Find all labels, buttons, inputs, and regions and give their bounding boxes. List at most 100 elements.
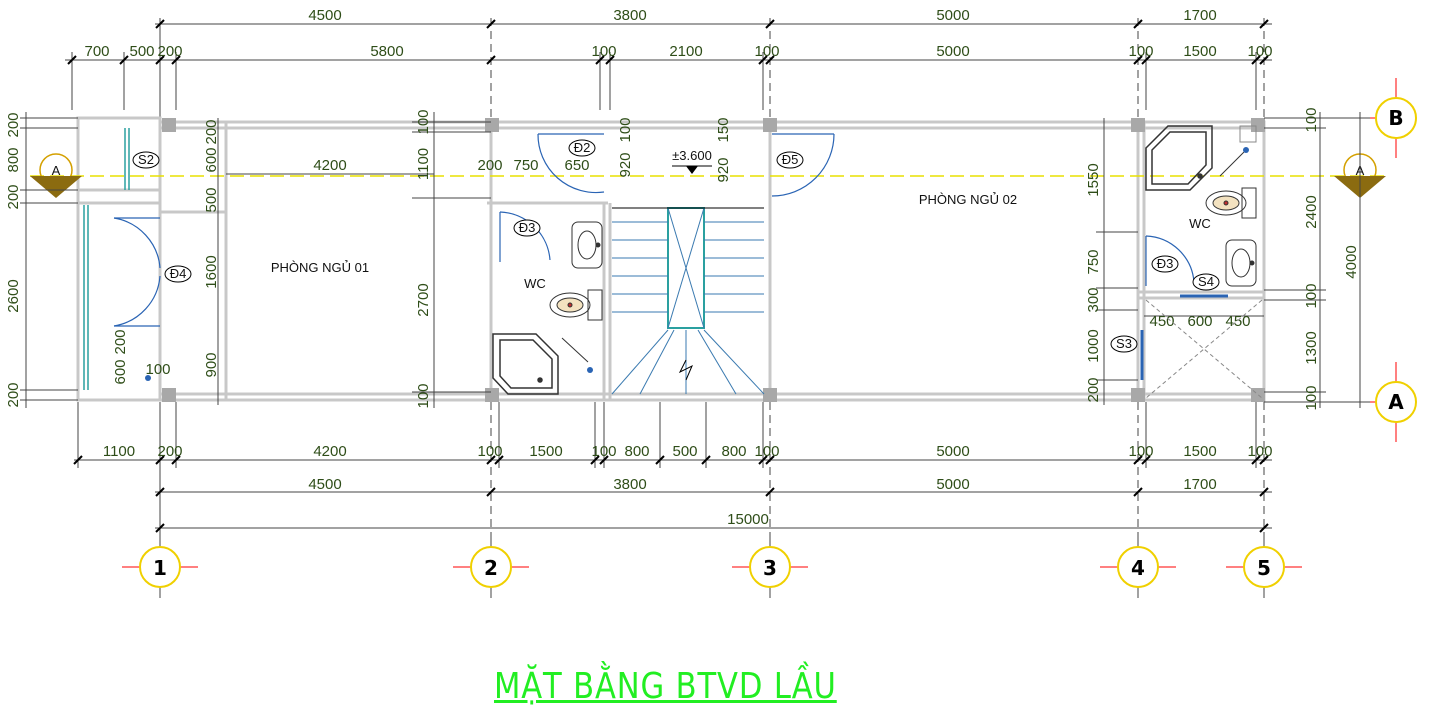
room-bedroom-02: PHÒNG NGỦ 02 [919,192,1017,207]
dim-5000: 5000 [936,7,969,24]
sink-icon [571,221,603,269]
tag-s3-label: S3 [1116,336,1132,351]
dim-2600: 2600 [5,279,22,312]
grid-axis-5: 5 [1226,535,1302,598]
toilet-icon-2 [1205,187,1257,219]
dim-2400: 2400 [1303,195,1320,228]
shower-head-icon-2 [1243,147,1249,153]
dim-100: 100 [617,117,634,142]
dim-100: 100 [591,443,616,460]
dim-100: 100 [1247,43,1272,60]
dim-1550: 1550 [1085,163,1102,196]
shower-arrow [561,337,589,363]
dim-room1-width: 4200 [313,157,346,174]
dim-1300: 1300 [1303,331,1320,364]
room-wc-2: WC [1189,216,1211,231]
dim-1100: 1100 [103,443,135,460]
dim-100: 100 [1303,385,1320,410]
shower-box [1239,125,1257,143]
dim-1000: 1000 [1085,329,1102,362]
dim-600: 600 [112,359,129,384]
dim-600: 600 [203,147,220,172]
wc2-dimension-text: 450 600 450 [1144,313,1264,330]
dim-500: 500 [203,187,220,212]
shower-head-icon [587,367,593,373]
axis4-dimension-lines [1096,118,1138,405]
axis-label-1: 1 [153,556,167,580]
dim-800: 800 [624,443,649,460]
dim-600: 600 [1187,313,1212,330]
dim-100: 100 [754,43,779,60]
door-d4 [113,217,161,327]
axis-label-2: 2 [484,556,498,580]
axis-marker-b: B [1370,78,1417,158]
dim-450: 450 [1225,313,1250,330]
elevation-marker: ±3.600 [672,148,712,174]
room-bedroom-01: PHÒNG NGỦ 01 [271,260,369,275]
dim-920: 920 [617,152,634,177]
dim-5800: 5800 [370,43,403,60]
tag-s4-label: S4 [1198,274,1214,289]
shower-tray-icon [492,333,559,395]
door-d2 [537,133,605,194]
toilet-icon [549,289,603,321]
dim-100: 100 [591,43,616,60]
stair-dimension-text: 100 920 920 150 [617,117,732,182]
tag-d3-wc2: Đ3 [1151,255,1179,273]
dim-100: 100 [1303,283,1320,308]
dim-200: 200 [203,119,220,144]
dim-750: 750 [513,157,538,174]
dim-800: 800 [721,443,746,460]
dim-100: 100 [1128,443,1153,460]
grid-axis-2: 2 [453,535,529,598]
tag-d4: Đ4 [164,265,192,283]
tag-d3-wc2-label: Đ3 [1157,256,1174,271]
sink-icon-2 [1225,239,1257,287]
shower-tray-icon-2 [1145,125,1213,191]
dim-5000: 5000 [936,476,969,493]
axis2-dimension-lines [412,112,491,408]
tag-s2-label: S2 [138,152,154,167]
axis-label-4: 4 [1131,556,1145,580]
dim-700: 700 [84,43,109,60]
dim-1100: 1100 [415,148,432,180]
dim-100: 100 [145,361,170,378]
door-d5 [771,133,835,197]
dim-2700: 2700 [415,283,432,316]
dim-1500: 1500 [1183,43,1216,60]
tag-d2: Đ2 [568,139,596,157]
grid-axis-3: 3 [732,535,808,598]
bottom-dimension-lines [74,402,1272,535]
drain-icon [145,375,151,381]
tag-s3: S3 [1110,335,1138,353]
dim-300: 300 [1085,287,1102,312]
top-dimension-row-2: 700 500 200 5800 100 2100 100 5000 100 1… [84,43,1272,60]
dim-1600: 1600 [203,255,220,288]
dim-200: 200 [5,382,22,407]
dim-750: 750 [1085,249,1102,274]
dim-150: 150 [715,117,732,142]
dim-5000: 5000 [936,443,969,460]
door-d3-wc2 [1145,235,1195,286]
dim-200: 200 [5,112,22,137]
section-marker-left: A [30,153,82,198]
void-cross [1145,299,1263,399]
stair-arrow [678,359,693,381]
dim-450: 450 [1149,313,1174,330]
dim-4000-total: 4000 [1343,245,1360,278]
dim-1700: 1700 [1183,476,1216,493]
dim-650: 650 [564,157,589,174]
section-label-left: A [52,163,61,178]
dim-100: 100 [754,443,779,460]
dim-200: 200 [157,43,182,60]
dim-100: 100 [1247,443,1272,460]
stairs [611,207,765,395]
axis-label-5: 5 [1257,556,1271,580]
walls [76,116,1266,402]
tag-d5-label: Đ5 [782,152,799,167]
dim-1500: 1500 [529,443,562,460]
left-dimension-lines [20,112,219,408]
drawing-title: MẶT BẰNG BTVD LẦU [494,666,837,707]
left-dimension-text: 200 800 200 2600 200 200 600 500 1600 90… [5,112,220,407]
dim-4200: 4200 [313,443,346,460]
